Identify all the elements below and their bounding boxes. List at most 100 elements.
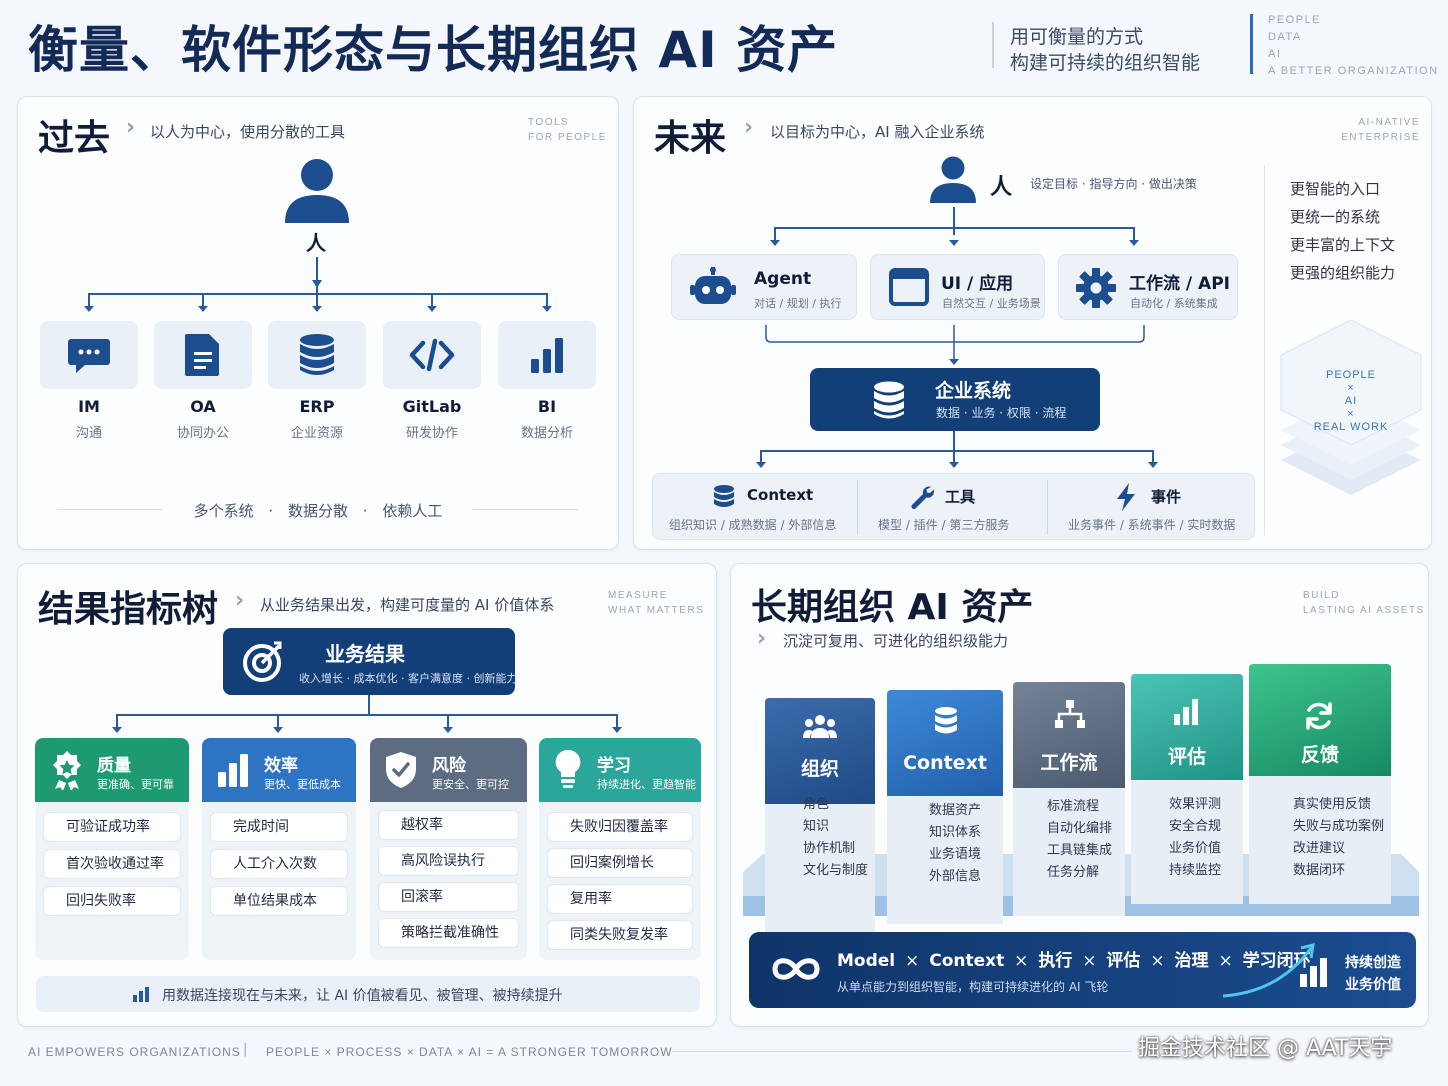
metric-item[interactable]: 同类失败复发率 xyxy=(547,920,693,950)
business-result-title: 业务结果 xyxy=(325,642,405,666)
tool-tile-erp[interactable] xyxy=(268,321,366,389)
tool-desc: 沟通 xyxy=(75,426,102,441)
past-panel: 过去 › 以人为中心，使用分散的工具 TOOLS FOR PEOPLE 人 IM… xyxy=(17,96,619,550)
tool-tile-gitlab[interactable] xyxy=(383,321,481,389)
tag-data: DATA xyxy=(1268,31,1302,43)
asset-item: 效果评测 xyxy=(1169,797,1222,812)
future-person-desc: 设定目标 · 指导方向 · 做出决策 xyxy=(1030,177,1197,191)
asset-cube-workflow[interactable]: 工作流 标准流程 自动化编排 工具链集成 任务分解 xyxy=(1013,682,1125,916)
future-caption: AI-NATIVE ENTERPRISE xyxy=(1334,115,1420,145)
tool-tile-bi[interactable] xyxy=(498,321,596,389)
connector xyxy=(431,293,433,307)
infinity-icon xyxy=(772,958,820,980)
future-cap-2: ENTERPRISE xyxy=(1341,132,1420,143)
efficiency-title: 效率 xyxy=(264,756,298,776)
chat-icon xyxy=(68,339,110,373)
tagline-divider xyxy=(992,22,994,68)
metric-item[interactable]: 可验证成功率 xyxy=(43,812,181,842)
past-title: 过去 xyxy=(38,118,111,159)
asset-item: 真实使用反馈 xyxy=(1293,797,1372,812)
header-tags: PEOPLE DATA AI A BETTER ORGANIZATION xyxy=(1268,12,1439,80)
bar-chart-icon xyxy=(218,754,248,787)
ui-app-card[interactable]: UI / 应用 自然交互 / 业务场景 xyxy=(870,254,1045,320)
database-icon xyxy=(714,485,734,507)
wrench-icon xyxy=(911,486,934,509)
tool-name: GitLab xyxy=(402,397,462,416)
workflow-api-card[interactable]: 工作流 / API 自动化 / 系统集成 xyxy=(1058,254,1238,320)
tag-ai: AI xyxy=(1268,48,1282,60)
metric-item[interactable]: 回归失败率 xyxy=(43,886,181,916)
organization-cube-items: 角色 知识 协作机制 文化与制度 xyxy=(803,794,868,882)
future-benefits-list: 更智能的入口 更统一的系统 更丰富的上下文 更强的组织能力 xyxy=(1290,175,1395,287)
layer-stack-graphic xyxy=(1280,319,1422,495)
tag-better-org: A BETTER ORGANIZATION xyxy=(1268,65,1439,77)
metric-column-quality: 质量 更准确、更可靠 可验证成功率 首次验收通过率 回归失败率 xyxy=(35,738,189,960)
metric-column-efficiency: 效率 更快、更低成本 完成时间 人工介入次数 单位结果成本 xyxy=(202,738,356,960)
metric-item[interactable]: 失败归因覆盖率 xyxy=(547,812,693,842)
connector xyxy=(760,450,1153,452)
connector xyxy=(1152,450,1154,462)
flywheel-value-1: 持续创造 xyxy=(1345,955,1401,971)
efficiency-desc: 更快、更低成本 xyxy=(264,778,341,791)
business-result-desc: 收入增长 · 成本优化 · 客户满意度 · 创新能力 xyxy=(299,672,518,685)
agent-card[interactable]: Agent 对话 / 规划 / 执行 xyxy=(671,254,857,320)
asset-cube-context[interactable]: Context 数据资产 知识体系 业务语境 外部信息 xyxy=(887,690,1003,924)
connector xyxy=(316,257,318,283)
metric-item[interactable]: 完成时间 xyxy=(210,812,348,842)
events-title: 事件 xyxy=(1151,488,1182,506)
chevron-right-icon: › xyxy=(235,588,245,613)
connector xyxy=(774,227,776,241)
future-panel: 未来 › 以目标为中心，AI 融入企业系统 AI-NATIVE ENTERPRI… xyxy=(633,96,1432,550)
asset-item: 角色 xyxy=(803,797,830,812)
arrow-down-icon xyxy=(756,462,766,468)
asset-item: 任务分解 xyxy=(1047,865,1100,880)
evaluation-cube-title: 评估 xyxy=(1167,746,1206,768)
metric-item[interactable]: 越权率 xyxy=(378,810,519,840)
asset-item: 数据闭环 xyxy=(1293,863,1346,878)
arrow-down-icon xyxy=(427,306,437,312)
asset-cube-evaluation[interactable]: 评估 效果评测 安全合规 业务价值 持续监控 xyxy=(1131,674,1243,904)
asset-item: 知识体系 xyxy=(929,825,982,840)
tags-divider xyxy=(1250,14,1253,74)
asset-cube-feedback[interactable]: 反馈 真实使用反馈 失败与成功案例 改进建议 数据闭环 xyxy=(1249,664,1391,904)
benefit-item: 更丰富的上下文 xyxy=(1290,236,1396,254)
benefit-item: 更智能的入口 xyxy=(1290,180,1381,198)
formula-term: 治理 xyxy=(1174,951,1209,971)
divider xyxy=(1264,165,1265,535)
future-cap-1: AI-NATIVE xyxy=(1358,117,1420,128)
stack-line: PEOPLE xyxy=(1325,369,1377,381)
tool-desc: 数据分析 xyxy=(520,426,573,441)
metric-item[interactable]: 高风险误执行 xyxy=(378,846,519,876)
metric-item[interactable]: 策略拦截准确性 xyxy=(378,918,519,948)
connector xyxy=(316,287,318,307)
tagline-line-2: 构建可持续的组织智能 xyxy=(1010,52,1201,74)
people-icon xyxy=(803,715,837,738)
tool-tile-oa[interactable] xyxy=(154,321,252,389)
asset-cube-organization[interactable]: 组织 角色 知识 协作机制 文化与制度 xyxy=(765,698,875,932)
asset-item: 业务语境 xyxy=(929,847,982,862)
enterprise-system-box[interactable]: 企业系统 数据 · 业务 · 权限 · 流程 xyxy=(810,368,1100,431)
ui-app-card-desc: 自然交互 / 业务场景 xyxy=(942,297,1041,310)
context-tools-events-bar: Context 组织知识 / 成熟数据 / 外部信息 工具 模型 / 插件 / … xyxy=(652,473,1255,540)
stack-line: × xyxy=(1347,382,1355,394)
divider xyxy=(1047,480,1048,535)
tool-name: ERP xyxy=(299,397,335,416)
arrow-down-icon xyxy=(949,462,959,468)
tool-name: BI xyxy=(537,397,557,416)
connector xyxy=(447,714,449,728)
arrow-down-icon xyxy=(770,240,780,246)
business-result-box[interactable]: 业务结果 收入增长 · 成本优化 · 客户满意度 · 创新能力 xyxy=(223,628,518,695)
shield-icon xyxy=(386,752,416,788)
metric-item[interactable]: 人工介入次数 xyxy=(210,849,348,879)
ui-app-card-title: UI / 应用 xyxy=(941,274,1014,294)
footer-left: AI EMPOWERS ORGANIZATIONS xyxy=(28,1045,241,1059)
person-icon xyxy=(285,159,349,223)
metric-item[interactable]: 单位结果成本 xyxy=(210,886,348,916)
past-subtitle: 以人为中心，使用分散的工具 xyxy=(150,123,346,141)
metric-item[interactable]: 首次验收通过率 xyxy=(43,849,181,879)
metric-item[interactable]: 回滚率 xyxy=(378,882,519,912)
code-icon xyxy=(409,338,455,372)
metric-item[interactable]: 复用率 xyxy=(547,884,693,914)
tool-tile-im[interactable] xyxy=(40,321,138,389)
metric-item[interactable]: 回归案例增长 xyxy=(547,848,693,878)
